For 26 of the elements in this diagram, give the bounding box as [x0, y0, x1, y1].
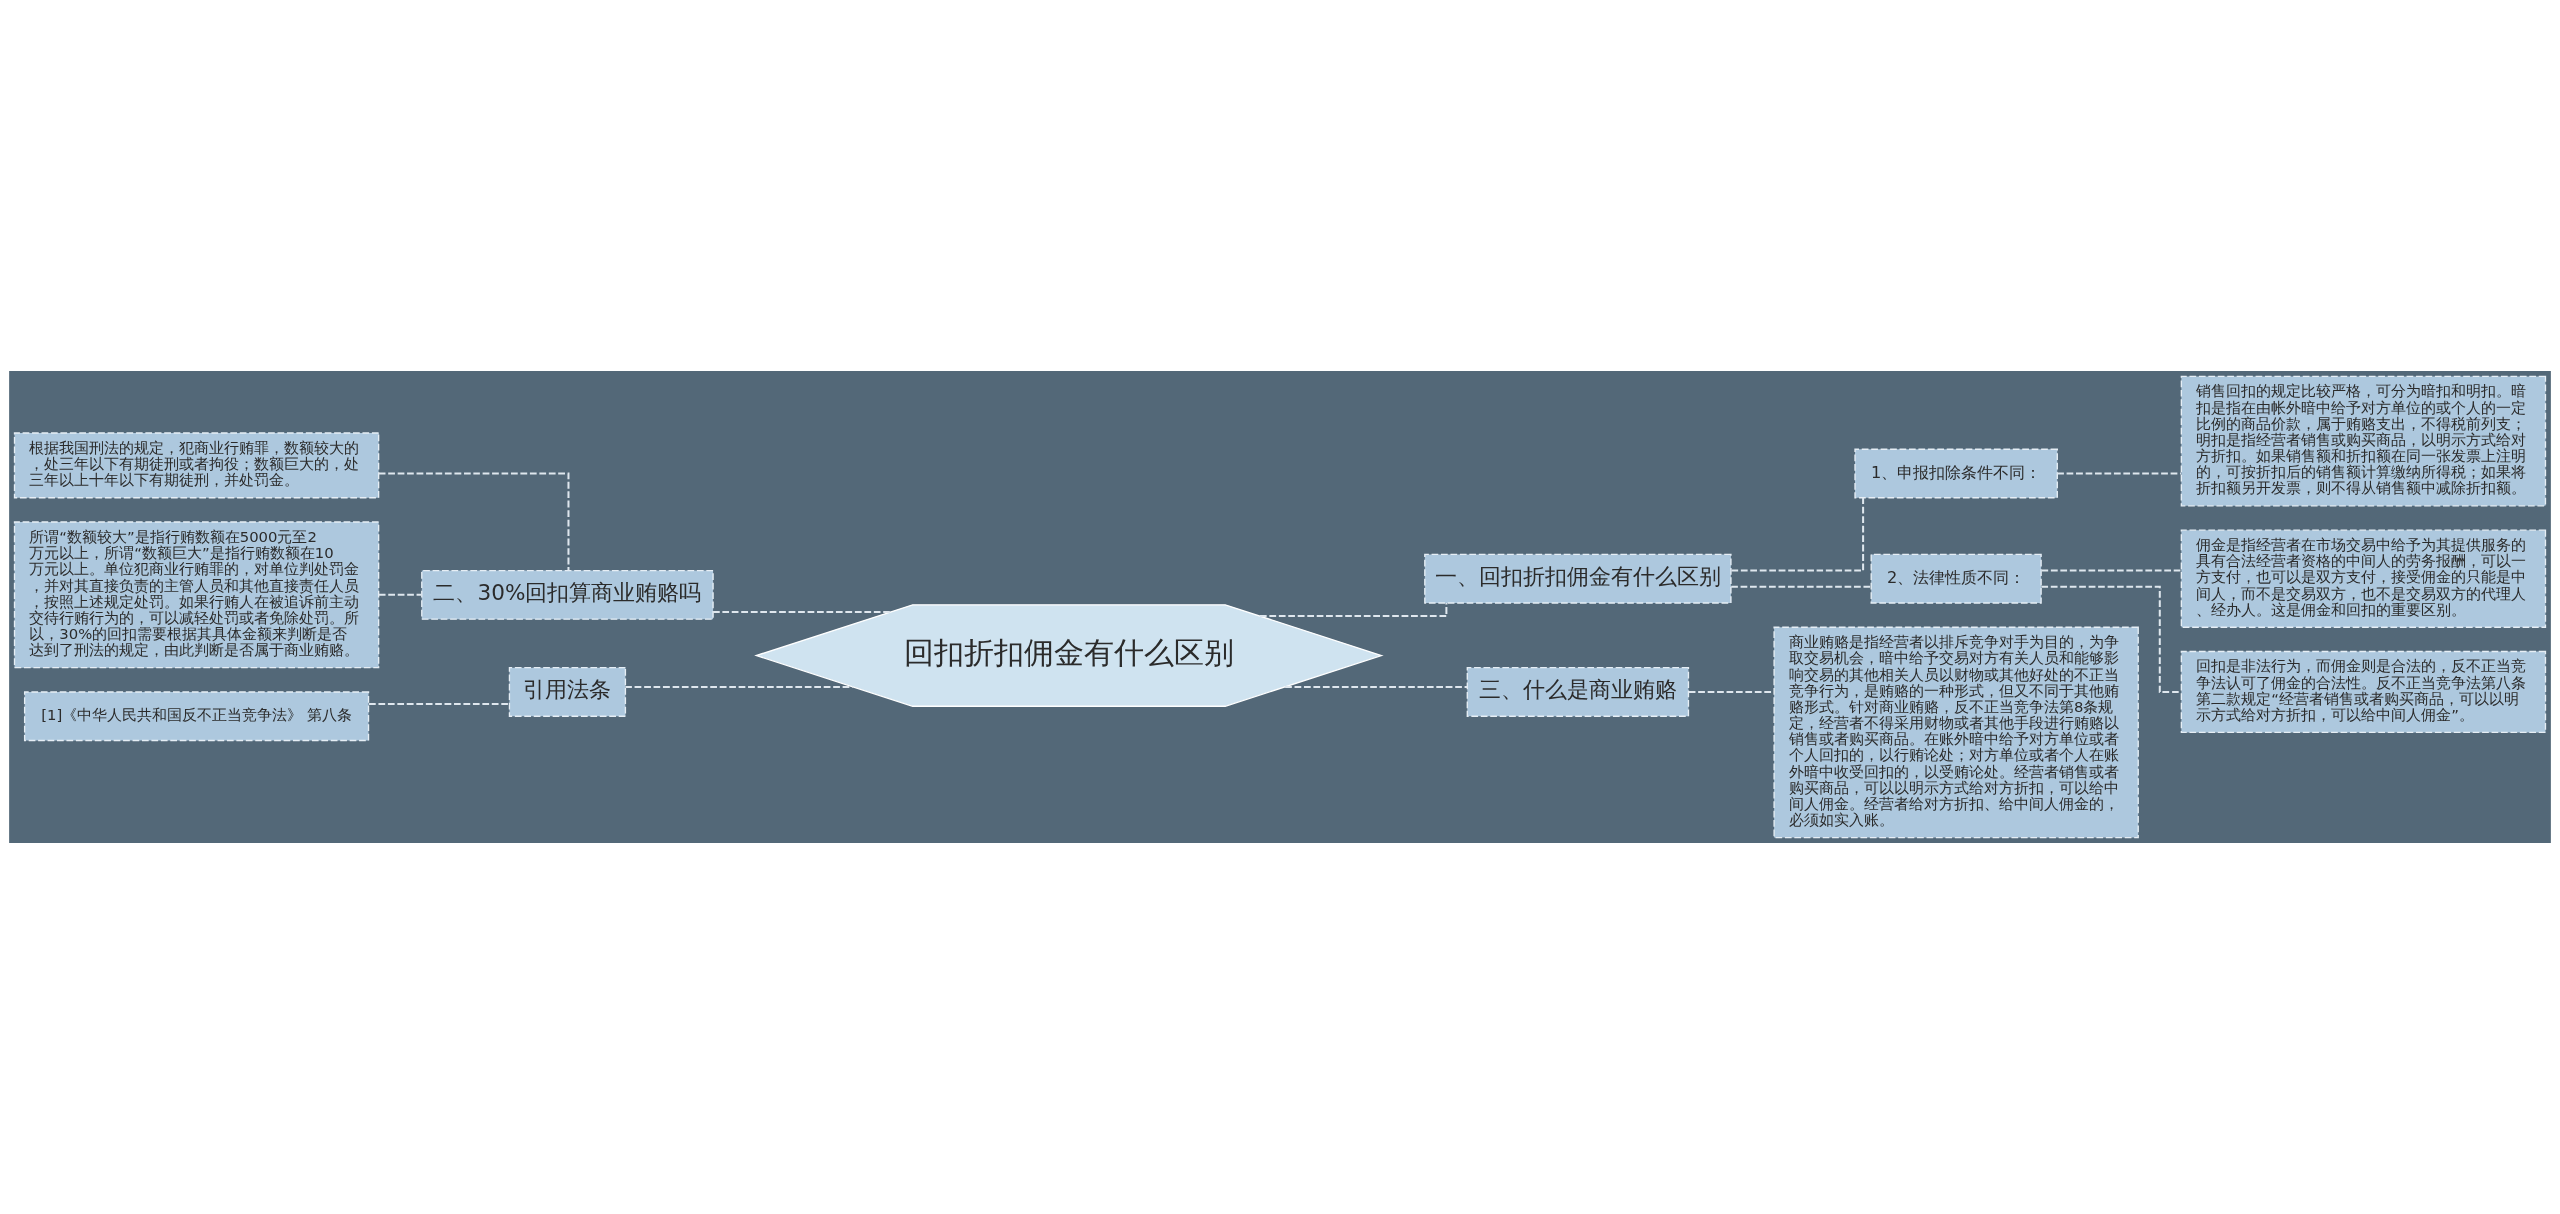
connector	[378, 472, 570, 571]
connector	[378, 593, 422, 596]
node-box: 2、法律性质不同：	[1870, 553, 2042, 604]
node-box: 销售回扣的规定比较严格，可分为暗扣和明扣。暗扣是指在由帐外暗中给予对方单位的或个人的一定比例的商品价款，属于贿赂支出，不得税前列支；明扣是指经营者销售或购买商品，以明示方式给对方折扣。如果销售额和折扣额在同一张发票上注明的，可按折扣后的销售额计算缴纳所得税；如果将折扣额另开发票，则不得从销售额中减除折扣额。	[2180, 375, 2547, 507]
connector	[1688, 690, 1774, 693]
node-box: [1]《中华人民共和国反不正当竞争法》 第八条	[23, 691, 370, 742]
node-box: 根据我国刑法的规定，犯商业行贿罪，数额较大的，处三年以下有期徒刑或者拘役；数额巨大的，处三年以上十年以下有期徒刑，并处罚金。	[13, 432, 380, 499]
node-box: 三、什么是商业贿赂	[1466, 667, 1690, 717]
connector	[1259, 603, 1448, 618]
connector	[713, 611, 891, 614]
node-box: 一、回扣折扣佣金有什么区别	[1424, 553, 1732, 604]
connector	[625, 685, 853, 688]
connector	[1285, 685, 1467, 688]
node-box: 1、申报扣除条件不同：	[1854, 448, 2058, 499]
node-box: 商业贿赂是指经营者以排斥竞争对手为目的，为争取交易机会，暗中给予交易对方有关人员和能够影响交易的其他相关人员以财物或其他好处的不正当竞争行为，是贿赂的一种形式，但又不同于其他贿赂形式。针对商业贿赂，反不正当竞争法第8条规定，经营者不得采用财物或者其他手段进行贿赂以销售或者购买商品。在账外暗中给予对方单位或者个人回扣的，以行贿论处；对方单位或者个人在账外暗中收受回扣的，以受贿论处。经营者销售或者购买商品，可以以明示方式给对方折扣，可以给中间人佣金。经营者给对方折扣、给中间人佣金的，必须如实入账。	[1773, 626, 2139, 839]
node-box: 二、30%回扣算商业贿赂吗	[421, 569, 714, 620]
connector	[2041, 585, 2182, 693]
node-box: 所谓“数额较大”是指行贿数额在5000元至2万元以上，所谓“数额巨大”是指行贿数额在10万元以上。单位犯商业行贿罪的，对单位判处罚金，并对其直接负责的主管人员和其他直接责任人员，按照上述规定处罚。如果行贿人在被追诉前主动交待行贿行为的，可以减轻处罚或者免除处罚。所以，30%的回扣需要根据其具体金额来判断是否达到了刑法的规定，由此判断是否属于商业贿赂。	[13, 521, 380, 669]
connector	[1731, 585, 1872, 588]
connector	[2041, 569, 2182, 572]
connector	[369, 703, 510, 706]
node-box: 引用法条	[508, 667, 627, 717]
node-box: 回扣是非法行为，而佣金则是合法的，反不正当竞争法认可了佣金的合法性。反不正当竞争法第八条第二款规定“经营者销售或者购买商品，可以以明示方式给对方折扣，可以给中间人佣金”。	[2180, 650, 2547, 734]
connector	[1731, 498, 1865, 572]
connector	[2057, 472, 2181, 475]
node-box: 佣金是指经营者在市场交易中给予为其提供服务的具有合法经营者资格的中间人的劳务报酬，可以一方支付，也可以是双方支付，接受佣金的只能是中间人，而不是交易双方，也不是交易双方的代理人、经办人。这是佣金和回扣的重要区别。	[2180, 529, 2547, 628]
